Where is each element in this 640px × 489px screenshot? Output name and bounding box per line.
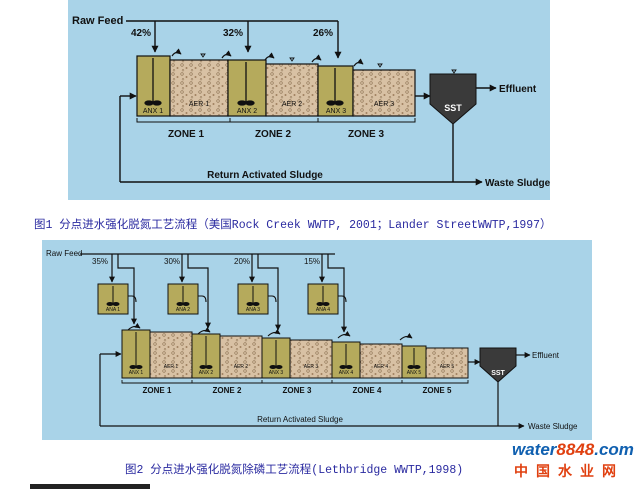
zone2-label-2: ZONE 2 [213, 386, 242, 395]
effluent-label: Effluent [499, 84, 537, 95]
tank2-aer5 [425, 347, 469, 379]
zone2-label-4: ZONE 4 [353, 386, 382, 395]
zone2-label-5: ZONE 5 [423, 386, 452, 395]
tank-aer1 [169, 59, 229, 117]
watermark-brand: water8848.com [512, 440, 634, 460]
zone2-label-1: ZONE 1 [143, 386, 172, 395]
zone-label-2: ZONE 2 [255, 129, 292, 140]
tank-anx2 [227, 59, 267, 117]
feed-percent-2-1: 35% [92, 257, 108, 266]
clarifier-sst [429, 73, 477, 125]
waste-sludge-label: Waste Sludge [485, 178, 551, 189]
clarifier-label: SST [444, 103, 462, 113]
site-watermark-logo: water8848.com 中国水业网 [512, 440, 638, 486]
pre-tank-mixers [106, 286, 330, 306]
tank2-aer2 [219, 335, 263, 379]
figure2-diagram: Raw Feed 35% 30% 20% 15% [46, 249, 578, 431]
raw-feed-label: Raw Feed [72, 15, 123, 27]
pre-tank-label-2: ANA 2 [176, 307, 190, 313]
return-sludge-label: Return Activated Sludge [207, 170, 323, 181]
feed-percent-2-4: 15% [304, 257, 320, 266]
pre-tank-outlets [127, 295, 413, 341]
tank2-label-anx3: ANX 3 [269, 370, 284, 376]
tank2-label-aer5: AER 5 [440, 364, 455, 370]
raw-feed-label-2: Raw Feed [46, 249, 82, 258]
effluent-label-2: Effluent [532, 351, 560, 360]
zone-label-3: ZONE 3 [348, 129, 385, 140]
pre-tank-label-1: ANA 1 [106, 307, 120, 313]
bottom-cropped-strip [30, 484, 150, 489]
tank-label-aer1: AER 1 [189, 101, 209, 108]
return-sludge-label-2: Return Activated Sludge [257, 415, 343, 424]
figure1-diagram: Raw Feed 42% 32% 26% [72, 15, 551, 189]
figure1-caption: 图1 分点进水强化脱氮工艺流程（美国Rock Creek WWTP, 2001；… [34, 219, 552, 232]
tank-label-anx2: ANX 2 [237, 108, 257, 115]
watermark-brand-text: water [512, 440, 557, 459]
tank-label-anx1: ANX 1 [143, 108, 163, 115]
waste-sludge-label-2: Waste Sludge [528, 422, 578, 431]
tank-label-anx3: ANX 3 [326, 108, 346, 115]
feed-percent-2: 32% [223, 28, 243, 39]
tank2-label-aer4: AER 4 [374, 364, 389, 370]
water-level-icons [200, 53, 457, 74]
zone-brackets-2 [121, 380, 469, 384]
recirc-arrows [171, 48, 364, 67]
figure2-caption: 图2 分点进水强化脱氮除磷工艺流程(Lethbridge WWTP,1998) [125, 464, 464, 477]
tank2-label-anx2: ANX 2 [199, 370, 214, 376]
tank-label-aer3: AER 3 [374, 101, 394, 108]
tank2-label-anx4: ANX 4 [339, 370, 354, 376]
pre-tank-label-3: ANA 3 [246, 307, 260, 313]
tank-label-aer2: AER 2 [282, 101, 302, 108]
clarifier-label-2: SST [491, 370, 505, 377]
tank2-label-anx5: ANX 5 [407, 370, 422, 376]
zone-brackets [136, 118, 416, 123]
zone-label-1: ZONE 1 [168, 129, 205, 140]
tank2-aer4 [359, 343, 403, 379]
tank2-aer3 [289, 339, 333, 379]
tank2-label-anx1: ANX 1 [129, 370, 144, 376]
tank2-label-aer1: AER 1 [164, 364, 179, 370]
clarifier-sst-2 [479, 347, 517, 383]
tank-aer3 [352, 69, 416, 117]
mixer-icons [144, 58, 344, 106]
tank2-label-aer3: AER 3 [304, 364, 319, 370]
feed-percent-2-3: 20% [234, 257, 250, 266]
tank2-aer1 [149, 331, 193, 379]
pre-tank-label-4: ANA 4 [316, 307, 330, 313]
feed-percent-2-2: 30% [164, 257, 180, 266]
zone2-label-3: ZONE 3 [283, 386, 312, 395]
feed-percent-3: 26% [313, 28, 333, 39]
watermark-brand-suffix: .com [594, 440, 634, 459]
watermark-brand-number: 8848 [556, 440, 595, 459]
main-tanks-2 [121, 329, 469, 379]
main-tank-mixers-2 [129, 332, 421, 369]
feed-percent-1: 42% [131, 28, 151, 39]
tank2-label-aer2: AER 2 [234, 364, 249, 370]
tank-aer2 [265, 63, 319, 117]
watermark-chinese-name: 中国水业网 [514, 463, 624, 479]
